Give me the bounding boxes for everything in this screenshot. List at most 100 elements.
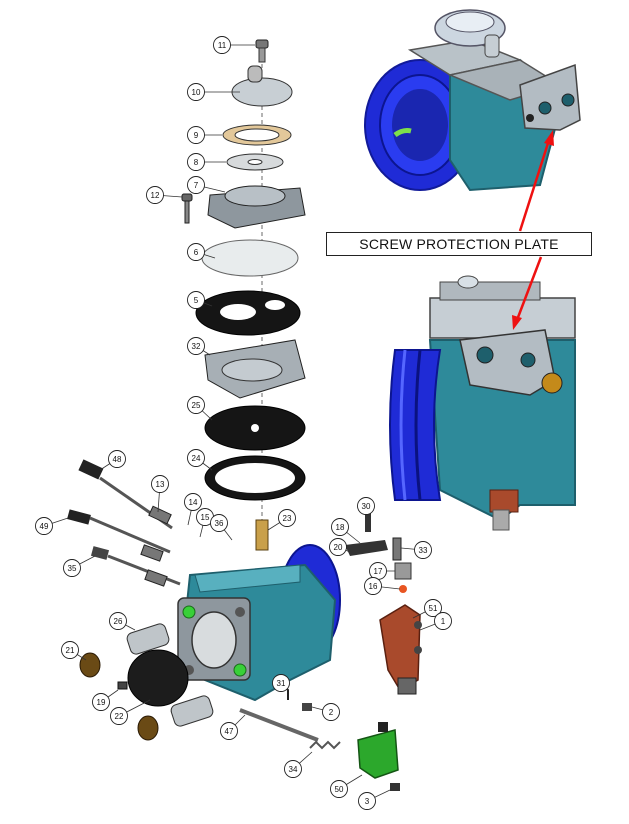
part-label-6: 6 xyxy=(187,243,216,261)
part-label-17: 17 xyxy=(369,562,395,580)
label-number: 17 xyxy=(374,567,383,576)
label-number: 12 xyxy=(151,191,160,200)
part-label-49: 49 xyxy=(35,517,69,535)
label-bubble xyxy=(187,83,205,101)
part-label-32: 32 xyxy=(187,337,211,356)
label-bubble xyxy=(187,396,205,414)
label-number: 31 xyxy=(277,679,286,688)
part-label-9: 9 xyxy=(187,126,222,144)
label-bubble xyxy=(357,497,375,515)
part-label-31: 31 xyxy=(272,674,290,692)
label-bubble xyxy=(187,243,205,261)
label-bubble xyxy=(187,291,205,309)
part-label-25: 25 xyxy=(187,396,213,421)
fitting-23 xyxy=(255,519,269,551)
disc-22 xyxy=(127,649,189,707)
label-bubble xyxy=(210,514,228,532)
label-number: 11 xyxy=(218,41,227,50)
spring-34 xyxy=(309,740,341,750)
label-bubble xyxy=(109,612,127,630)
part-label-10: 10 xyxy=(187,83,240,101)
left-components xyxy=(67,459,214,741)
part-label-5: 5 xyxy=(187,291,213,309)
label-bubble xyxy=(331,518,349,536)
screw-protection-plate-callout: SCREW PROTECTION PLATE xyxy=(326,232,592,256)
throttle-lever-50 xyxy=(357,729,399,779)
label-number: 5 xyxy=(194,296,199,305)
label-bubble xyxy=(364,577,382,595)
label-number: 48 xyxy=(113,455,122,464)
label-bubble xyxy=(108,450,126,468)
label-bubble xyxy=(414,541,432,559)
label-number: 15 xyxy=(201,513,210,522)
label-number: 6 xyxy=(194,248,199,257)
label-bubble xyxy=(329,538,347,556)
part-label-13: 13 xyxy=(151,475,169,513)
part-label-11: 11 xyxy=(213,36,255,54)
label-bubble xyxy=(358,792,376,810)
label-number: 51 xyxy=(429,604,438,613)
protection-plate-top xyxy=(519,63,581,131)
part-label-18: 18 xyxy=(331,518,361,544)
label-number: 3 xyxy=(365,797,370,806)
label-bubble xyxy=(187,126,205,144)
label-bubble xyxy=(284,760,302,778)
part-label-34: 34 xyxy=(284,751,313,778)
label-number: 2 xyxy=(329,708,334,717)
label-number: 22 xyxy=(115,712,124,721)
lever-18 xyxy=(345,540,388,556)
label-bubble xyxy=(278,509,296,527)
label-number: 47 xyxy=(225,727,234,736)
label-bubble xyxy=(220,722,238,740)
part-label-2: 2 xyxy=(311,703,340,721)
label-number: 23 xyxy=(283,514,292,523)
part-label-14: 14 xyxy=(184,493,202,526)
label-bubble xyxy=(187,449,205,467)
label-bubble xyxy=(184,493,202,511)
callout-arrows xyxy=(512,130,554,330)
label-bubble xyxy=(434,612,452,630)
label-bubble xyxy=(35,517,53,535)
label-bubble xyxy=(146,186,164,204)
label-number: 16 xyxy=(369,582,378,591)
bracket-1 xyxy=(379,604,421,692)
label-bubble xyxy=(63,559,81,577)
label-number: 30 xyxy=(362,502,371,511)
part-label-51: 51 xyxy=(412,599,442,619)
label-number: 33 xyxy=(419,546,428,555)
part-label-23: 23 xyxy=(267,509,296,531)
label-bubble xyxy=(187,153,205,171)
label-number: 21 xyxy=(66,646,75,655)
pin-30 xyxy=(365,512,371,532)
protection-plate-front xyxy=(459,329,556,396)
label-bubble xyxy=(322,703,340,721)
label-bubble xyxy=(151,475,169,493)
label-number: 1 xyxy=(441,617,446,626)
label-number: 26 xyxy=(114,617,123,626)
label-bubble xyxy=(272,674,290,692)
part-label-20: 20 xyxy=(329,538,351,556)
part-label-22: 22 xyxy=(110,699,151,725)
screen-26 xyxy=(126,623,170,655)
part-label-35: 35 xyxy=(63,555,96,577)
part-label-30: 30 xyxy=(357,497,375,515)
part-label-19: 19 xyxy=(92,689,119,711)
label-number: 18 xyxy=(336,523,345,532)
label-number: 49 xyxy=(40,522,49,531)
label-number: 20 xyxy=(334,543,343,552)
label-number: 25 xyxy=(192,401,201,410)
callout-label: SCREW PROTECTION PLATE xyxy=(359,236,559,252)
needle-17 xyxy=(394,562,412,580)
part-label-48: 48 xyxy=(99,450,126,471)
label-number: 24 xyxy=(192,454,201,463)
part-label-21: 21 xyxy=(61,641,87,661)
label-number: 35 xyxy=(68,564,77,573)
label-number: 14 xyxy=(189,498,198,507)
part-label-1: 1 xyxy=(419,612,452,631)
part-label-12: 12 xyxy=(146,186,183,204)
part-label-36: 36 xyxy=(210,514,233,541)
part-label-7: 7 xyxy=(187,176,226,194)
label-number: 8 xyxy=(194,158,199,167)
